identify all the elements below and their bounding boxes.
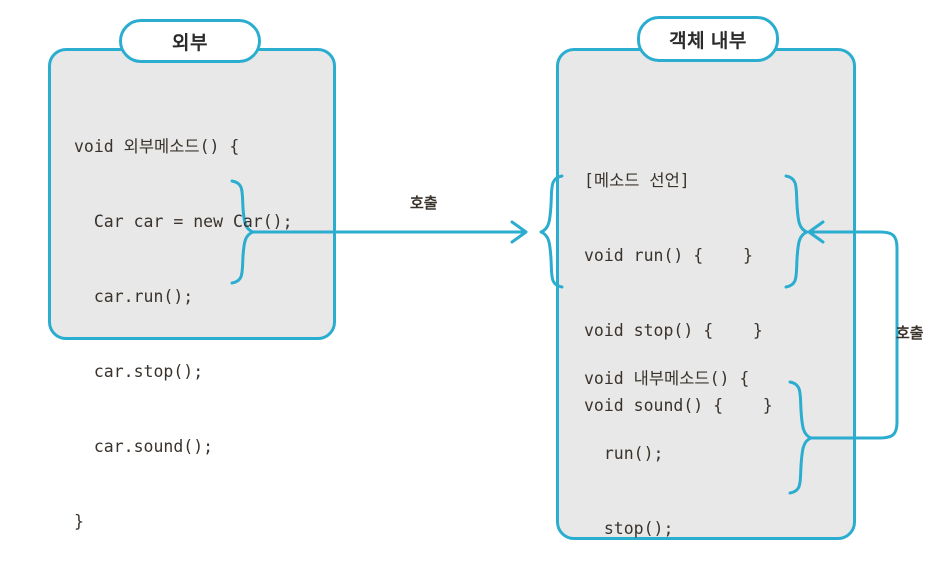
code-line: stop();: [584, 519, 674, 538]
code-line: run();: [584, 444, 664, 463]
external-scope-panel: [48, 48, 336, 340]
code-line: void run() { }: [584, 246, 753, 265]
external-call-label: 호출: [410, 195, 438, 212]
code-line: void 내부메소드() {: [584, 369, 750, 388]
code-line: Car car = new Car();: [74, 212, 293, 231]
code-line: car.run();: [74, 287, 194, 306]
code-line: void stop() { }: [584, 321, 763, 340]
external-code-block: void 외부메소드() { Car car = new Car(); car.…: [74, 90, 293, 568]
internal-declaration-block: [메소드 선언] void run() { } void stop() { } …: [584, 124, 773, 462]
code-line: }: [74, 512, 84, 531]
code-line: void sound() { }: [584, 396, 773, 415]
internal-method-block: void 내부메소드() { run(); stop(); sound(); }: [584, 322, 749, 568]
code-line: car.sound();: [74, 437, 214, 456]
internal-call-label: 호출: [896, 325, 924, 342]
internal-panel-title: 객체 내부: [637, 16, 779, 62]
external-call-arrowhead: [510, 220, 528, 244]
external-panel-title: 외부: [119, 19, 261, 63]
declaration-header: [메소드 선언]: [584, 171, 690, 190]
code-line: void 외부메소드() {: [74, 137, 240, 156]
code-line: car.stop();: [74, 362, 204, 381]
